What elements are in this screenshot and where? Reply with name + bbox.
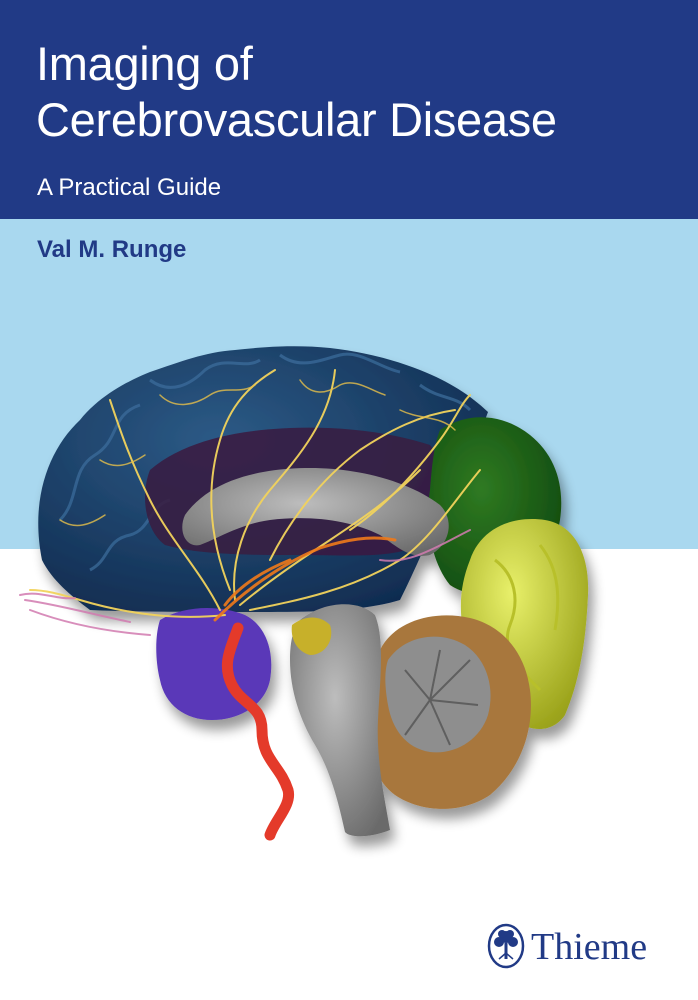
book-title-line-2: Cerebrovascular Disease bbox=[36, 93, 557, 146]
corpus-callosum bbox=[182, 468, 449, 556]
brainstem bbox=[290, 604, 390, 837]
carotid-artery bbox=[221, 622, 295, 841]
arbor-vitae bbox=[385, 636, 491, 753]
book-title-line-1: Imaging of bbox=[36, 37, 253, 90]
title-band bbox=[0, 0, 698, 219]
publisher-name: Thieme bbox=[531, 926, 648, 968]
book-title: Imaging of Cerebrovascular Disease bbox=[36, 36, 557, 148]
tree-icon bbox=[487, 923, 525, 969]
publisher-logo-area: Thieme bbox=[486, 921, 676, 973]
pons bbox=[291, 617, 332, 655]
book-subtitle: A Practical Guide bbox=[37, 174, 222, 201]
author-name: Val M. Runge bbox=[37, 236, 187, 263]
